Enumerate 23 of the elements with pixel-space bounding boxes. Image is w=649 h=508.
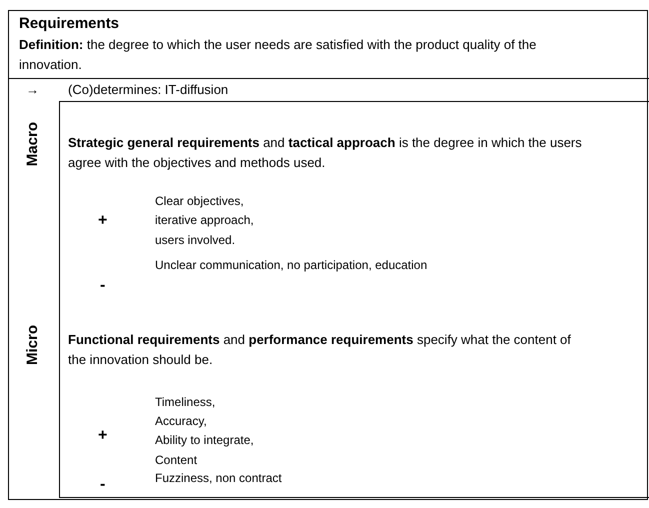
sign-symbol: - xyxy=(100,277,106,295)
sign-symbol: + xyxy=(98,427,108,445)
list-item: users involved. xyxy=(155,232,236,248)
note-text: (Co)determines: IT-diffusion xyxy=(68,82,228,98)
table-frame xyxy=(8,10,648,500)
list-item: Clear objectives, xyxy=(155,193,244,209)
list-item: Accuracy, xyxy=(155,413,207,429)
table-title: Requirements xyxy=(19,15,120,33)
list-item: Unclear communication, no participation, education xyxy=(155,257,428,273)
row-heading: Micro xyxy=(24,325,42,366)
sign-symbol: + xyxy=(98,212,108,230)
row-heading: Macro xyxy=(24,122,42,166)
definition-text: Definition: the degree to which the user needs are satisfied with the product quality of the innovation. xyxy=(19,36,538,74)
description-paragraph: Functional requirements and performance requirements specify what the content of the innovation should be. xyxy=(68,331,572,369)
list-item: Content xyxy=(155,452,198,468)
content-box xyxy=(59,101,649,498)
list-item: iterative approach, xyxy=(155,212,254,228)
list-item: Fuzziness, non contract xyxy=(155,470,282,486)
arrow-glyph: → xyxy=(26,82,39,98)
list-item: Ability to integrate, xyxy=(155,432,254,448)
list-item: Timeliness, xyxy=(155,394,216,410)
description-paragraph: Strategic general requirements and tactical approach is the degree in which the users agree with the objectives and methods used. xyxy=(68,134,583,172)
sign-symbol: - xyxy=(100,476,106,494)
